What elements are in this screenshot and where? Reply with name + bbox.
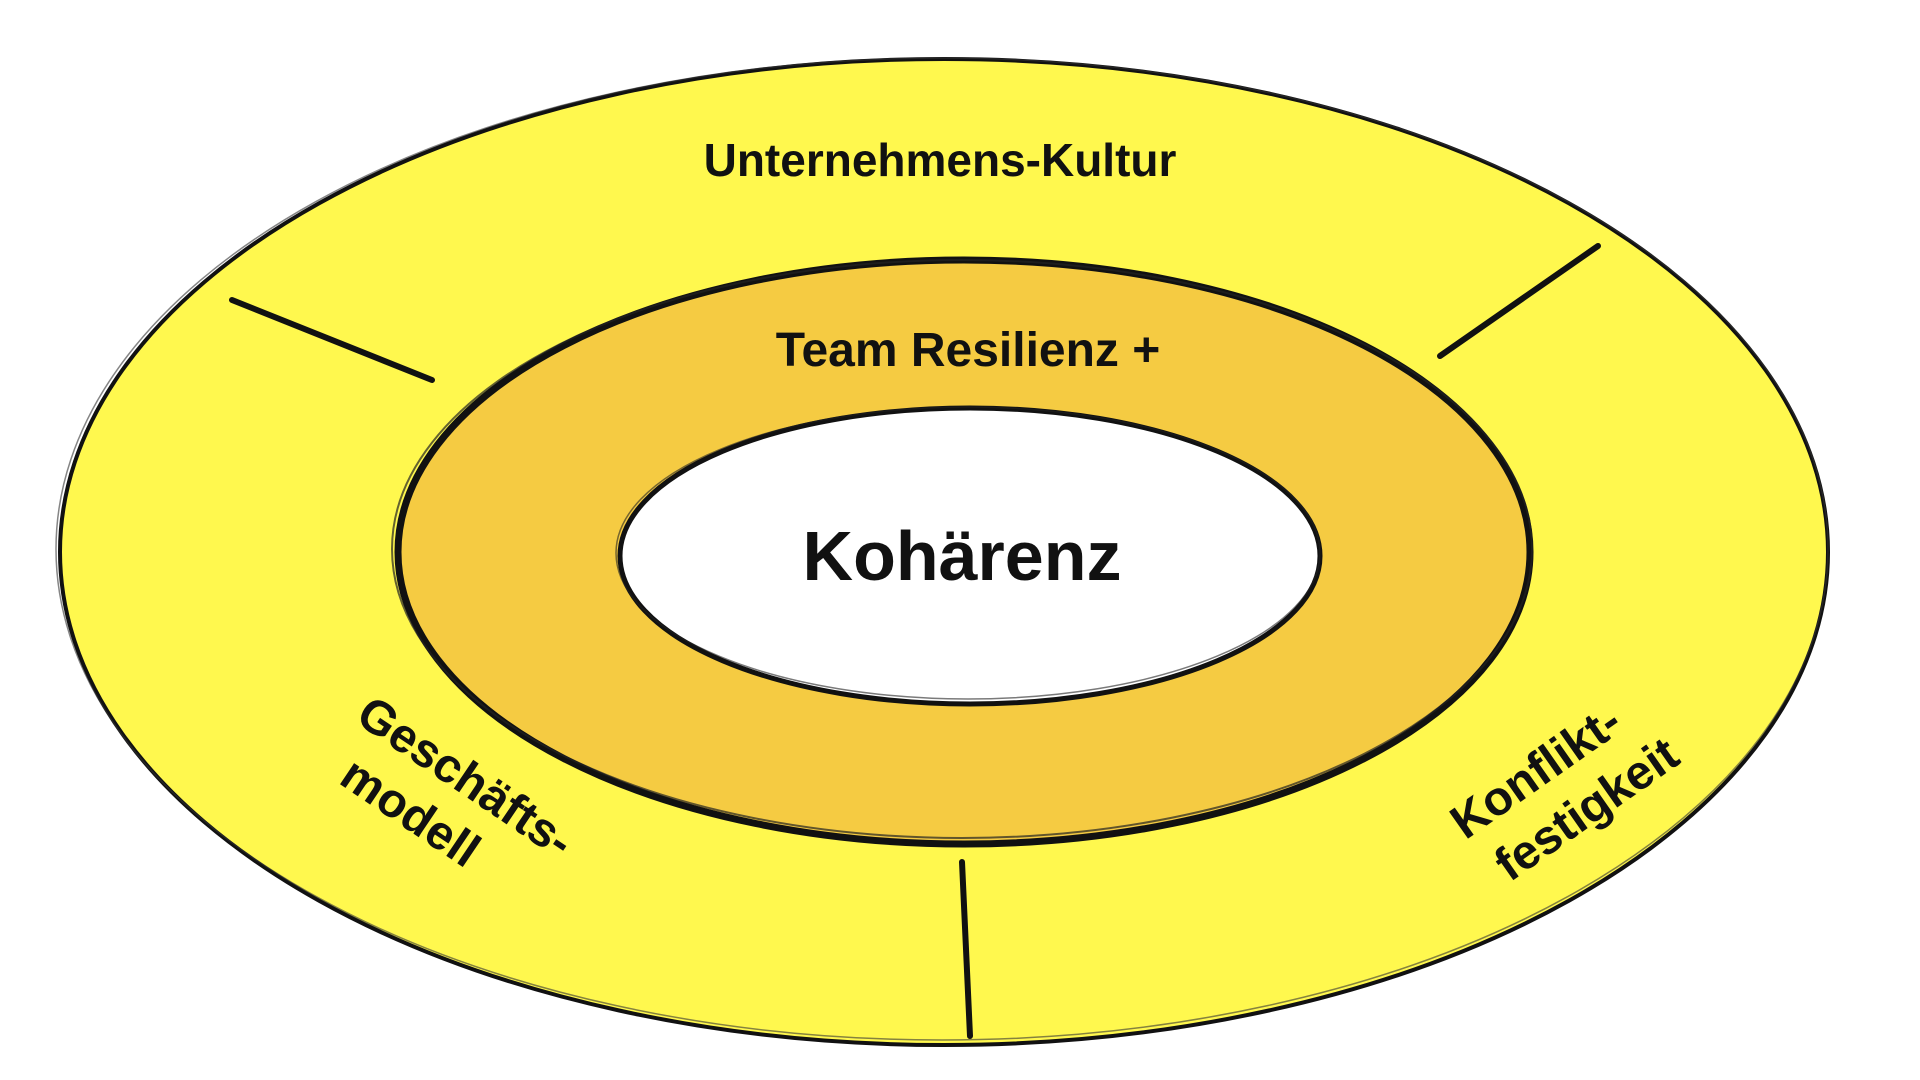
divider-line-right [1437, 243, 1601, 359]
middle-ring-label: Team Resilienz + [776, 324, 1161, 377]
outer-ring-label: Unternehmens-Kultur [704, 134, 1177, 186]
outer-ring-sketch-stroke [55, 57, 1829, 1041]
center-sketch-stroke [615, 406, 1321, 700]
middle-ring-sketch-stroke [391, 259, 1533, 839]
divider-line-left [229, 297, 435, 383]
divider-line-bottom [959, 859, 973, 1039]
center-label: Kohärenz [803, 517, 1122, 595]
